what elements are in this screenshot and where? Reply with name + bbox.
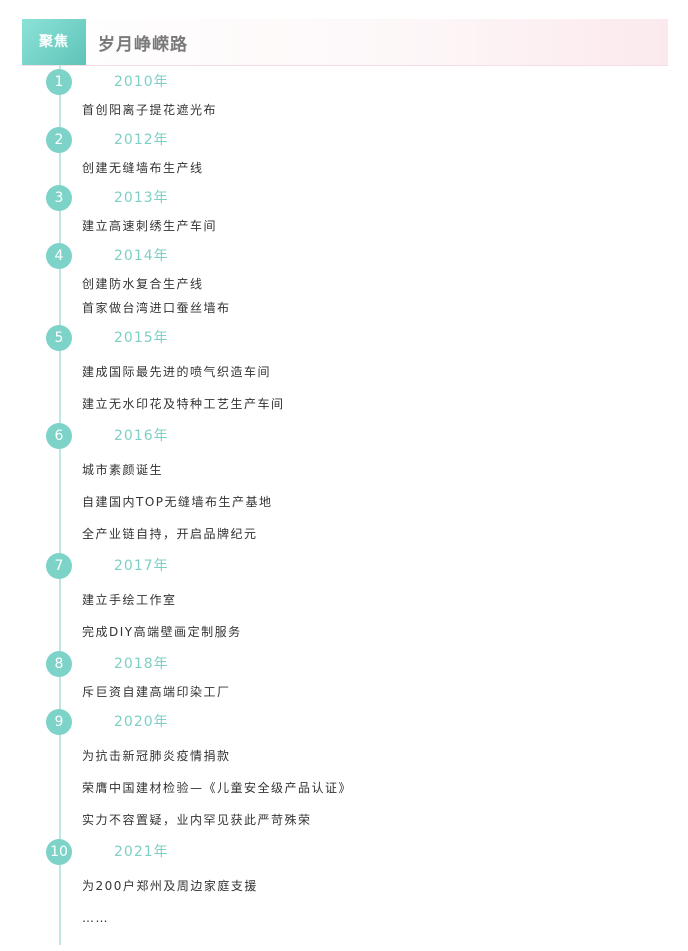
focus-badge: 聚焦 [22,19,86,65]
timeline-marker-9: 9 [46,709,72,735]
timeline-item: 全产业链自持，开启品牌纪元 [82,527,258,541]
timeline-year-2015: 2015年 [114,330,169,346]
timeline-year-2013: 2013年 [114,190,169,206]
timeline-year-2010: 2010年 [114,74,169,90]
timeline-year-2020: 2020年 [114,714,169,730]
timeline-item: 荣膺中国建材检验—《儿童安全级产品认证》 [82,781,353,795]
timeline-marker-2: 2 [46,127,72,153]
section-title: 岁月峥嵘路 [98,35,188,55]
timeline-year-2021: 2021年 [114,844,169,860]
timeline-item: 建立无水印花及特种工艺生产车间 [82,397,285,411]
timeline-marker-4: 4 [46,243,72,269]
timeline-item: 实力不容置疑，业内罕见获此严苛殊荣 [82,813,312,827]
timeline-marker-1: 1 [46,69,72,95]
timeline-item: 完成DIY高端壁画定制服务 [82,625,242,639]
timeline-marker-6: 6 [46,423,72,449]
timeline-year-2014: 2014年 [114,248,169,264]
timeline-line [59,65,61,945]
timeline-item: 创建无缝墙布生产线 [82,161,204,175]
timeline-marker-3: 3 [46,185,72,211]
timeline-item: 城市素颜诞生 [82,463,164,477]
timeline-item: 首家做台湾进口蚕丝墙布 [82,301,231,315]
timeline-item: 建成国际最先进的喷气织造车间 [82,365,272,379]
timeline-item: …… [82,911,109,925]
timeline-marker-5: 5 [46,325,72,351]
timeline-item: 为抗击新冠肺炎疫情捐款 [82,749,231,763]
timeline-year-2016: 2016年 [114,428,169,444]
timeline-item: 建立高速刺绣生产车间 [82,219,218,233]
timeline-item: 为200户郑州及周边家庭支援 [82,879,258,893]
timeline-item: 斥巨资自建高端印染工厂 [82,685,231,699]
timeline-year-2012: 2012年 [114,132,169,148]
timeline-marker-7: 7 [46,553,72,579]
timeline-year-2017: 2017年 [114,558,169,574]
section-header: 聚焦 岁月峥嵘路 [22,19,668,66]
timeline-item: 自建国内TOP无缝墙布生产基地 [82,495,273,509]
timeline-marker-10: 10 [46,839,72,865]
timeline-marker-8: 8 [46,651,72,677]
timeline-year-2018: 2018年 [114,656,169,672]
timeline-item: 建立手绘工作室 [82,593,177,607]
timeline-item: 创建防水复合生产线 [82,277,204,291]
timeline-item: 首创阳离子提花遮光布 [82,103,218,117]
